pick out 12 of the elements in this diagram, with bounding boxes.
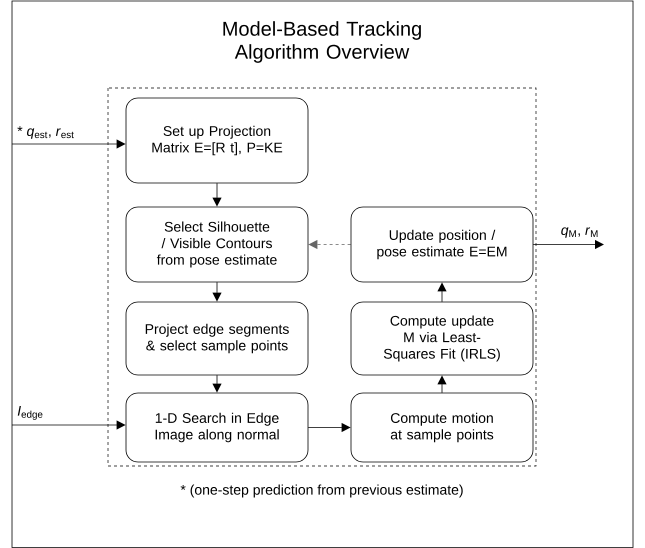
signal-label: *q$_{est}$, r$_{est}$ bbox=[17, 126, 74, 139]
signal-label: q$_{M}$, r$_{M}$ bbox=[561, 227, 598, 238]
process-box: 1-D Search in Edge Image along normal bbox=[126, 392, 308, 462]
process-box: Select Silhouette / Visible Contours from pose estimate bbox=[126, 206, 308, 282]
process-box: Update position / pose estimate E=EM bbox=[350, 206, 534, 282]
signal-label: I$_{edge}$ bbox=[18, 406, 42, 420]
process-box: Compute motion at sample points bbox=[350, 392, 534, 462]
process-box: Set up Projection Matrix E=[R t], P=KE bbox=[126, 98, 308, 184]
process-box: Project edge segments & select sample points bbox=[126, 302, 308, 376]
title: Model-Based Tracking Algorithm Overview bbox=[223, 21, 421, 63]
process-box: Compute update M via Least-Squares Fit (IRLS) bbox=[350, 302, 534, 376]
footnote: * (one-step prediction from previous estimate) bbox=[180, 484, 463, 498]
